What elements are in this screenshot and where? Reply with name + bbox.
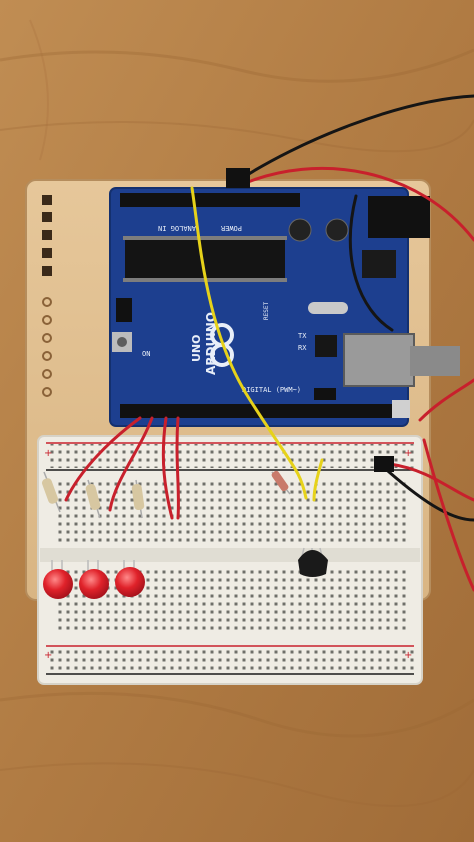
wire-connector [374,456,394,472]
upper-terminal-strip [54,478,406,542]
arduino-uno-board: ARDUINO UNO DIGITAL (PWM~) POWER ANALOG … [109,187,460,427]
wire-connector [226,168,250,188]
crystal [308,302,348,314]
bottom-power-rail [46,648,414,672]
tx-label: TX [298,332,307,340]
svg-text:+: + [404,650,412,661]
yellow-jumper-wires [190,186,324,502]
resistor [41,471,61,513]
analog-label: ANALOG IN [158,224,196,232]
leds [43,560,145,599]
lower-terminal-strip [54,566,406,630]
power-jack [368,196,430,238]
reset-label: RESET [263,302,270,320]
led [115,560,145,597]
red-jumper-wires [64,416,180,520]
plate-slots [42,195,52,276]
icsp-header [116,298,132,322]
board-logo-text: ARDUINO [204,312,218,375]
svg-text:+: + [44,650,52,661]
usb-chip [315,335,337,357]
digital-header [120,404,400,418]
resistor [131,479,145,519]
svg-text:+: + [44,448,52,459]
center-channel [40,548,420,562]
top-power-rail [46,444,414,468]
temperature-sensor [298,547,328,577]
on-label: ON [142,350,150,358]
usb-port [343,333,415,387]
breadboard: + + + + [37,435,423,685]
voltage-regulator [362,250,396,278]
resistors [41,470,291,519]
svg-text:+: + [404,448,412,459]
resistor [271,470,291,495]
digital-label: DIGITAL (PWM~) [242,386,301,394]
capacitors [288,218,349,242]
plate-circles [42,297,52,397]
board-model-text: UNO [190,335,203,363]
resistor [85,479,101,519]
power-wires [234,94,474,592]
rx-label: RX [298,344,307,352]
led [79,560,109,599]
led [43,560,73,599]
power-analog-header [120,193,300,207]
power-label: POWER [220,224,242,232]
